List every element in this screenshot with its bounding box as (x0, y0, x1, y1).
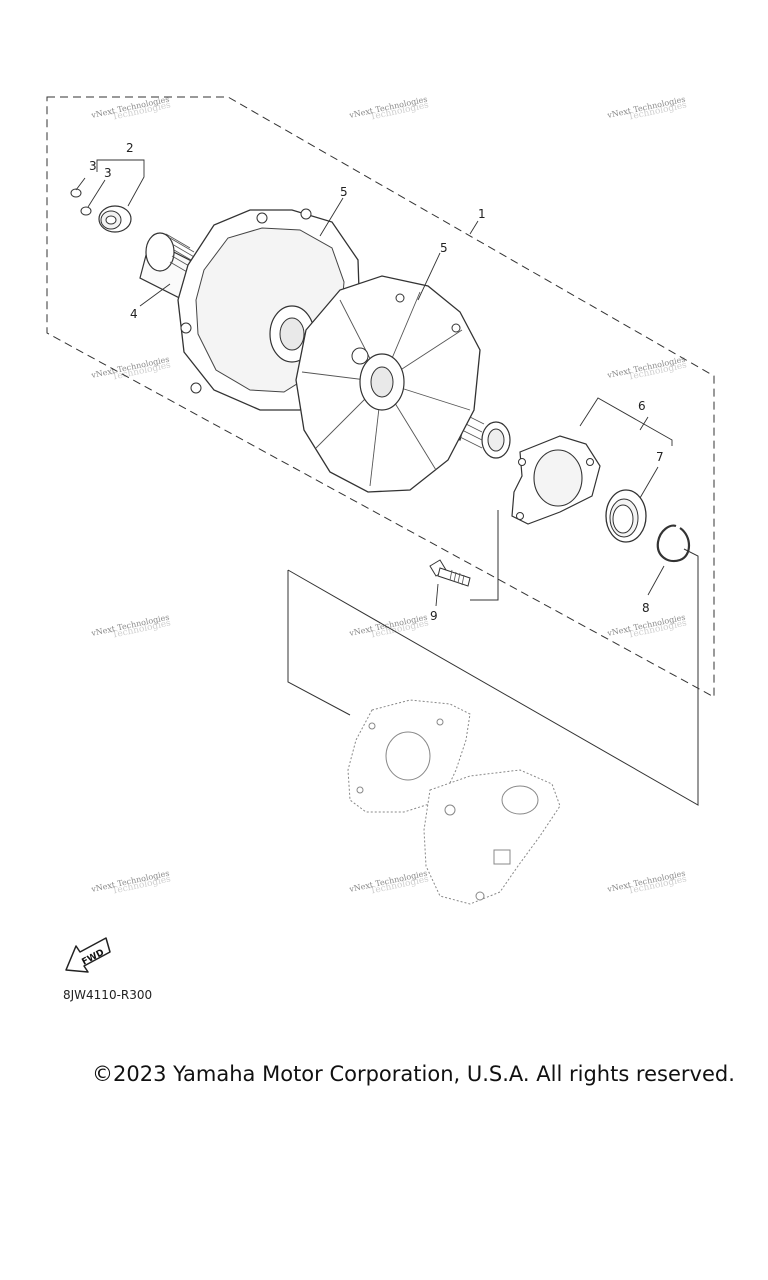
callout-7: 7 (656, 450, 664, 464)
callout-4: 4 (130, 307, 138, 321)
collar-part-3 (70, 188, 92, 216)
copyright-notice: ©2023 Yamaha Motor Corporation, U.S.A. A… (92, 1062, 735, 1086)
bearing-part-7 (605, 489, 647, 543)
lead-line-bolt (470, 510, 499, 601)
assembly-boundary (46, 96, 715, 698)
callout-8: 8 (642, 601, 650, 615)
callout-5: 5 (440, 241, 448, 255)
drive-sprocket-part-5-right (295, 275, 481, 493)
reference-brake-plate (347, 699, 471, 813)
watermark: Technologies vNext Technologies (606, 355, 689, 383)
watermark: Technologies vNext Technologies (348, 613, 431, 641)
bearing-housing-part-6 (511, 435, 601, 525)
callout-6: 6 (638, 399, 646, 413)
watermark: Technologies vNext Technologies (606, 613, 689, 641)
watermark: Technologies vNext Technologies (90, 613, 173, 641)
callout-5: 5 (340, 185, 348, 199)
callout-3: 3 (104, 166, 112, 180)
part-code: 8JW4110-R300 (63, 988, 153, 1002)
callout-2: 2 (126, 141, 134, 155)
reference-brake-caliper (423, 769, 561, 905)
watermark: Technologies vNext Technologies (606, 869, 689, 897)
watermark: Technologies vNext Technologies (348, 869, 431, 897)
fwd-arrow-icon: FWD (65, 937, 111, 973)
lead-line-caliper-frame (287, 548, 699, 806)
callout-leaders (75, 159, 673, 607)
callout-1: 1 (478, 207, 486, 221)
circlip-part-8 (656, 524, 691, 563)
watermark: Technologies vNext Technologies (90, 355, 173, 383)
watermark: Technologies vNext Technologies (90, 869, 173, 897)
oil-seal-part-2 (98, 205, 132, 233)
callout-9: 9 (430, 609, 438, 623)
watermark: Technologies vNext Technologies (90, 95, 173, 123)
bolt-part-9 (429, 559, 471, 587)
watermark: Technologies vNext Technologies (606, 95, 689, 123)
callout-3: 3 (89, 159, 97, 173)
watermark: Technologies vNext Technologies (348, 95, 431, 123)
